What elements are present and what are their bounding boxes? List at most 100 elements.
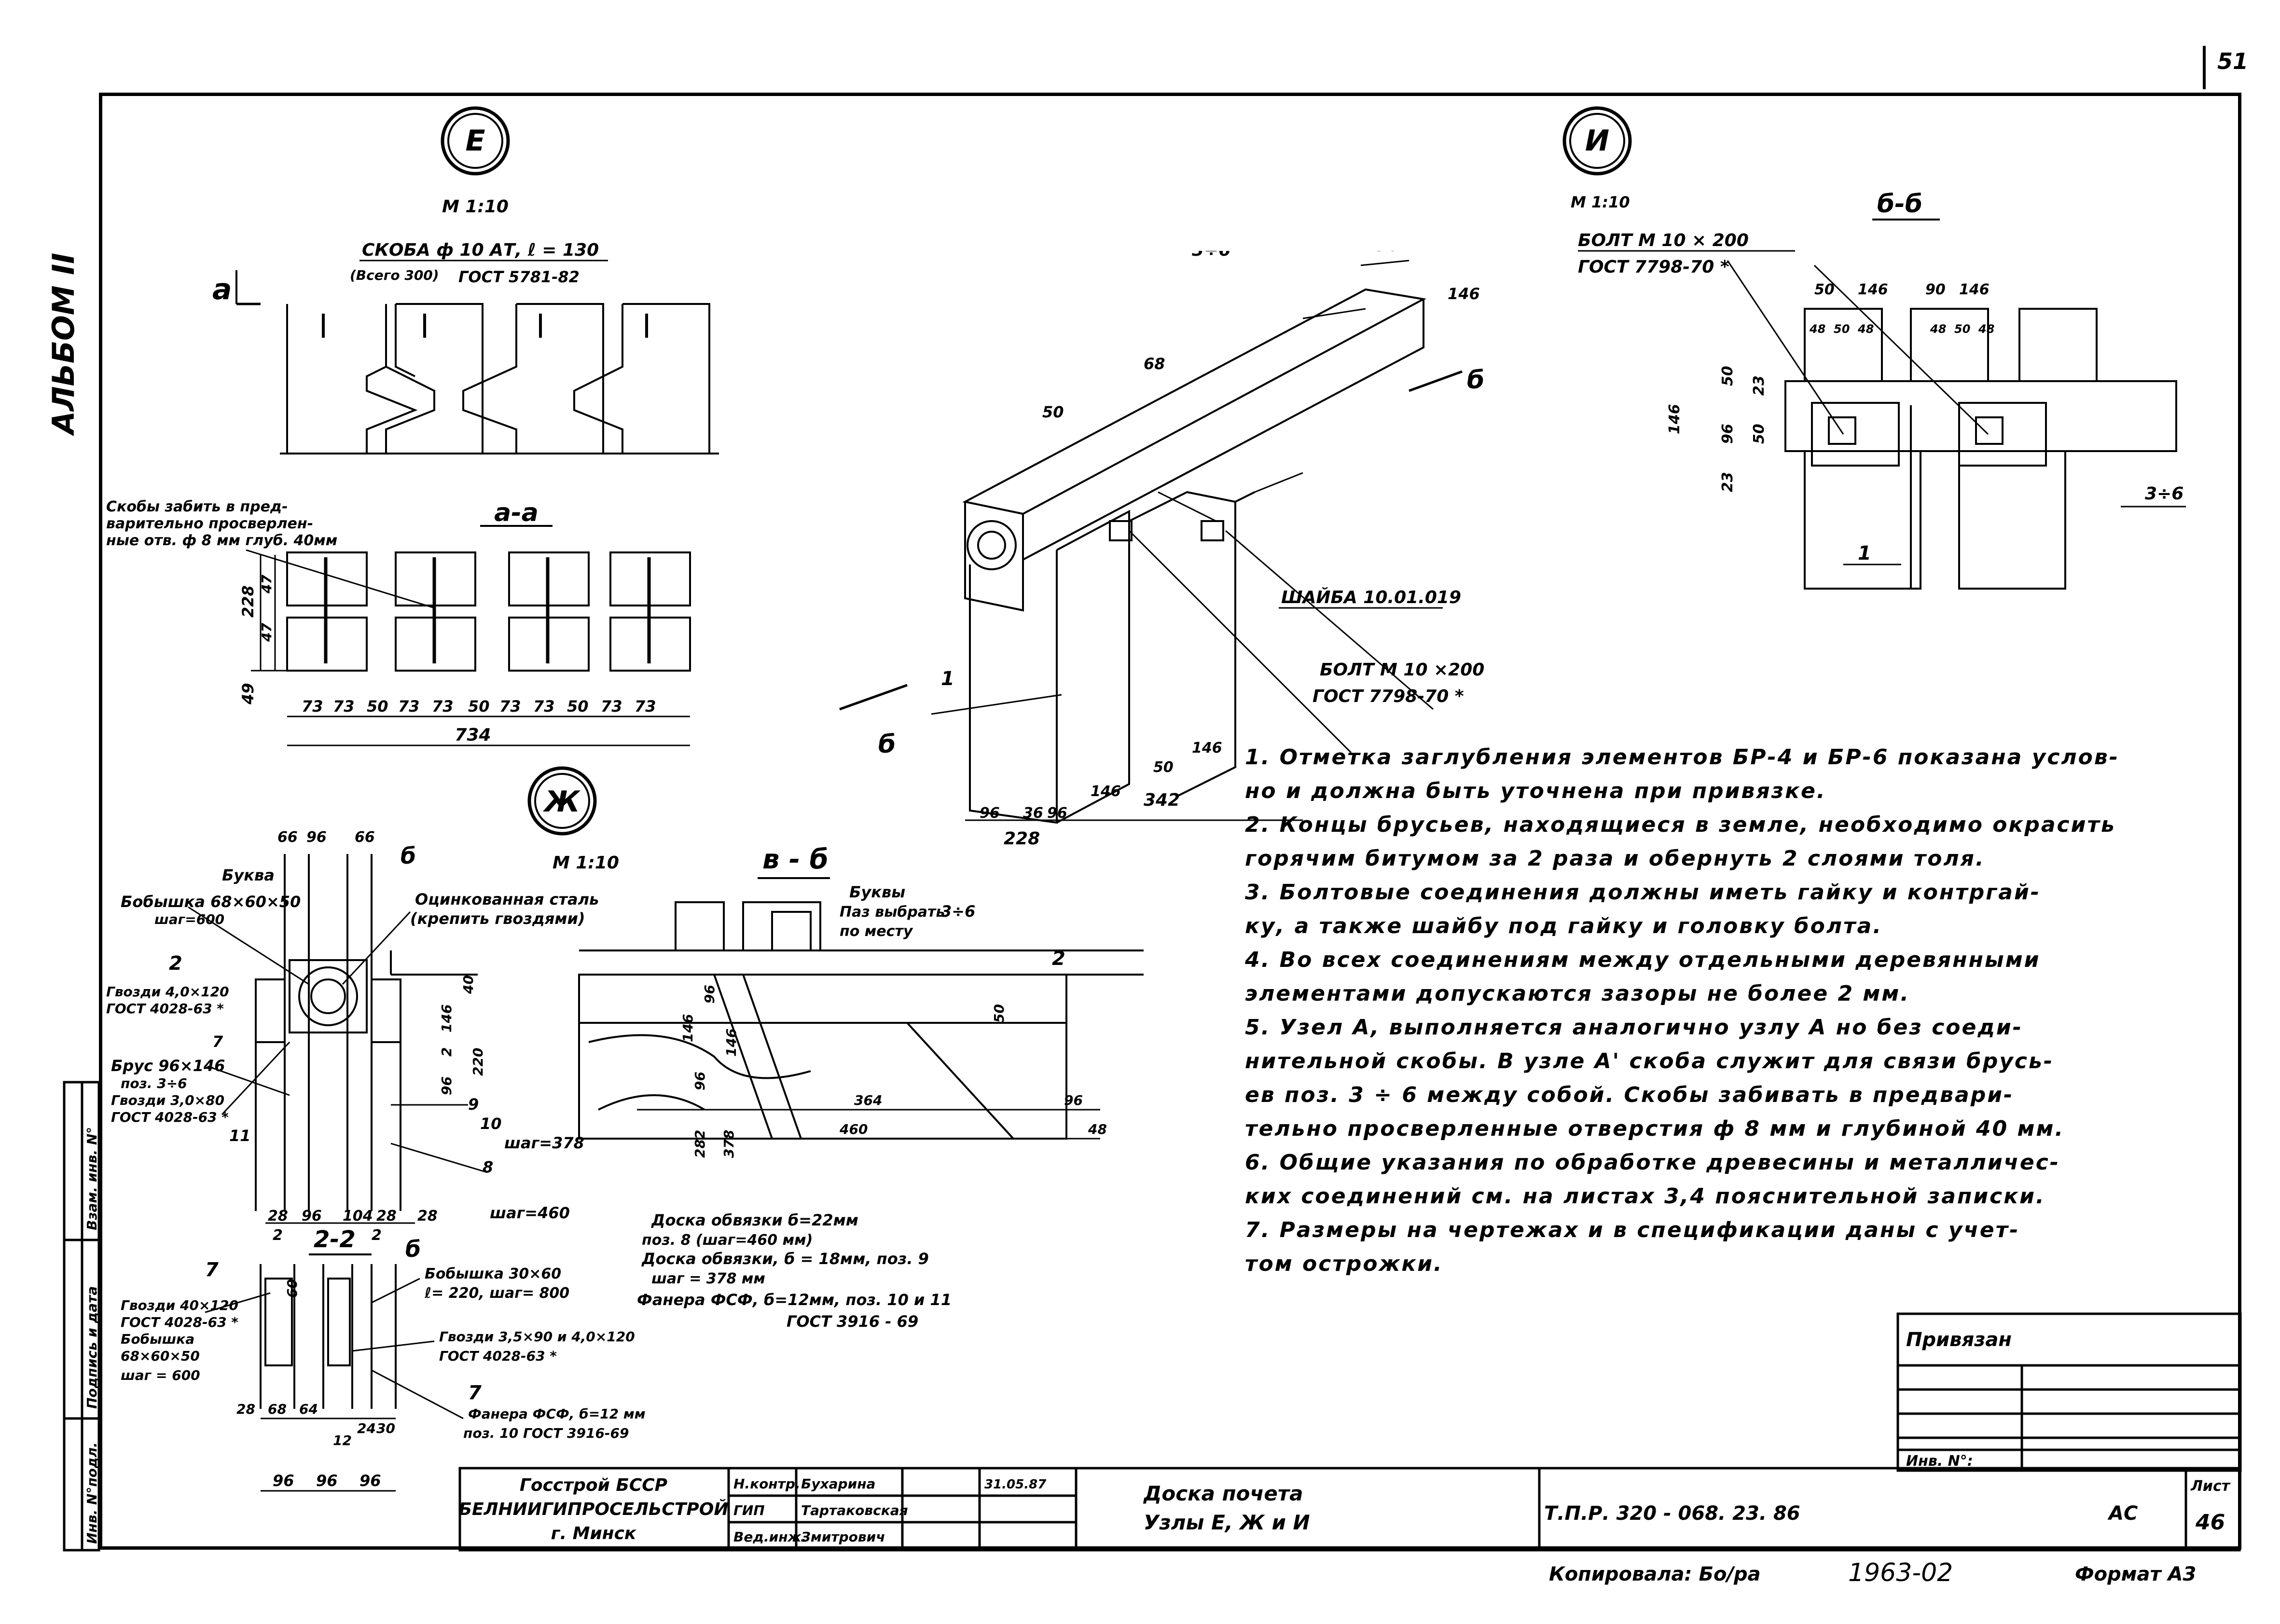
tb-org2: БЕЛНИИГИПРОСЕЛЬСТРОЙ bbox=[459, 1499, 729, 1519]
section-v-board1: Доска обвязки б=22мм bbox=[651, 1211, 858, 1229]
node-zh-nails2-gost: ГОСТ 4028-63 * bbox=[111, 1109, 229, 1125]
tb-sheet: 46 bbox=[2195, 1510, 2225, 1535]
node-zh-pos11: 11 bbox=[229, 1127, 251, 1145]
section-v-drawing: в - б Буквы Паз выбрать по месту 3÷6 2 1… bbox=[578, 844, 1144, 1331]
side-stamp-sign: Подпись и дата bbox=[84, 1286, 100, 1409]
tb-org1: Госстрой БССР bbox=[520, 1475, 667, 1495]
note-line-12: тельно просверленные отверстия ф 8 мм и … bbox=[1245, 1116, 2065, 1141]
node-zh-top-d0: 66 bbox=[277, 829, 298, 846]
node-zh-step378: шаг=378 bbox=[504, 1134, 584, 1152]
node-e-dim-b1: 73 bbox=[333, 697, 355, 716]
section-22-d4: 24 bbox=[357, 1420, 376, 1436]
node-zh-dim-r4: 220 bbox=[470, 1048, 486, 1076]
section-22-d2: 64 bbox=[299, 1401, 318, 1417]
node-i-dim-t2: 90 bbox=[1925, 281, 1946, 298]
note-line-1: 1. Отметка заглубления элементов БР-4 и … bbox=[1245, 745, 2120, 770]
node-e-note-2: варительно просверлен- bbox=[106, 515, 313, 532]
iso-dim-342: 342 bbox=[1144, 790, 1180, 810]
section-22-drawing: 2-2 б 7 7 Гвозди 40×120 ГОСТ 4028-63 * Б… bbox=[121, 1226, 646, 1492]
node-zh-dim-r2: 2 bbox=[439, 1047, 455, 1057]
note-line-3: 2. Концы брусьев, находящиеся в земле, н… bbox=[1245, 812, 2116, 837]
note-line-9: 5. Узел А, выполняется аналогично узлу А… bbox=[1245, 1015, 2023, 1040]
section-22-d0: 28 bbox=[236, 1401, 255, 1417]
section-22-boss1: Бобышка bbox=[121, 1331, 194, 1347]
section-v-d378: 378 bbox=[721, 1130, 737, 1158]
node-zh-dim-b6: 2 bbox=[372, 1227, 382, 1244]
footer-number: 1963-02 bbox=[1848, 1558, 1953, 1587]
node-i-dim-s5: 48 bbox=[1978, 322, 1994, 336]
section-v-d50: 50 bbox=[991, 1004, 1007, 1023]
section-22-nails1: Гвозди 40×120 bbox=[121, 1297, 238, 1313]
side-stamp-replace: Взам. инв. N° bbox=[84, 1127, 100, 1230]
node-i-bolt: БОЛТ М 10 × 200 bbox=[1578, 231, 1749, 250]
node-i-letter: И bbox=[1585, 124, 1609, 158]
node-i-dim-t3: 146 bbox=[1959, 281, 1990, 298]
section-v-d146b: 146 bbox=[723, 1029, 739, 1057]
note-line-8: элементами допускаются зазоры не более 2… bbox=[1245, 981, 1910, 1006]
node-i-dim-l4: 23 bbox=[1751, 375, 1768, 396]
node-i-section: б-б bbox=[1877, 190, 1922, 219]
tb-sheet-label: Лист bbox=[2190, 1478, 2231, 1495]
note-line-13: 6. Общие указания по обработке древесины… bbox=[1245, 1150, 2060, 1175]
node-e-bracket-gost: ГОСТ 5781-82 bbox=[458, 268, 580, 286]
section-22-plywood: Фанера ФСФ, б=12 мм bbox=[468, 1406, 646, 1422]
node-i-dim-l5: 23 bbox=[1719, 472, 1736, 492]
section-v-d96a: 96 bbox=[692, 1072, 708, 1090]
node-i-dim-l1: 50 bbox=[1719, 366, 1736, 386]
node-zh-nails2: Гвозди 3,0×80 bbox=[111, 1092, 224, 1108]
note-line-10: нительной скобы. В узле А' скоба служит … bbox=[1245, 1049, 2054, 1073]
iso-mark-b-left: б bbox=[878, 730, 896, 759]
node-e-dim-b8: 50 bbox=[567, 697, 589, 716]
node-i-dim-s3: 48 bbox=[1930, 322, 1946, 336]
node-e-dim-b4: 73 bbox=[432, 697, 454, 716]
side-stamp-inv: Инв. N°подл. bbox=[84, 1442, 100, 1544]
note-line-6: ку, а также шайбу под гайку и головку бо… bbox=[1245, 914, 1883, 938]
node-i-drawing: И М 1:10 б-б БОЛТ М 10 × 200 ГОСТ 7798-7… bbox=[1562, 106, 2186, 590]
node-e-dim-b5: 50 bbox=[468, 697, 490, 716]
iso-bolt-gost: ГОСТ 7798-70 * bbox=[1313, 687, 1464, 706]
node-e-dim-b10: 73 bbox=[635, 697, 656, 716]
footer-copied: Копировала: Бо/ра bbox=[1549, 1563, 1761, 1585]
iso-drawing: 3÷6 96 146 68 50 б 1 б ШАЙБА 10.01.019 Б… bbox=[839, 251, 1484, 849]
iso-dim-b1: 36 bbox=[1023, 805, 1043, 822]
node-e-dim-b3: 73 bbox=[398, 697, 420, 716]
tb-code: Т.П.Р. 320 - 068. 23. 86 bbox=[1544, 1502, 1800, 1525]
section-v-letters: Буквы bbox=[849, 883, 905, 901]
section-v-d460: 460 bbox=[839, 1121, 868, 1137]
section-22-boss2-step: ℓ= 220, шаг= 800 bbox=[424, 1285, 569, 1302]
node-i-ref: 3÷6 bbox=[2145, 484, 2183, 504]
node-zh-mark-b: б bbox=[401, 843, 416, 869]
node-e-dim-b7: 73 bbox=[533, 697, 555, 716]
node-zh-drawing: Ж М 1:10 66 96 66 б Буква Бобышка 68×60×… bbox=[106, 766, 619, 1244]
node-e-mark-a-left: а bbox=[212, 273, 232, 306]
section-22-e0: 96 bbox=[273, 1472, 294, 1490]
tb-stage: АС bbox=[2107, 1502, 2138, 1525]
iso-dim-228: 228 bbox=[1004, 829, 1040, 849]
section-22-boss2: Бобышка 30×60 bbox=[425, 1266, 561, 1282]
node-zh-dim-b4: 28 bbox=[417, 1208, 438, 1225]
node-zh-dim-r3: 96 bbox=[439, 1076, 455, 1095]
tb-title-2: Узлы Е, Ж и И bbox=[1144, 1511, 1310, 1534]
node-i-dim-l3: 50 bbox=[1751, 424, 1768, 444]
node-i-dim-s0: 48 bbox=[1809, 322, 1825, 336]
node-zh-dim-r1: 146 bbox=[439, 1005, 455, 1032]
node-zh-nails1: Гвозди 4,0×120 bbox=[106, 984, 229, 1000]
iso-washer: ШАЙБА 10.01.019 bbox=[1281, 587, 1461, 607]
section-v-board1-pos: поз. 8 (шаг=460 мм) bbox=[642, 1232, 813, 1249]
section-v-plywood-gost: ГОСТ 3916 - 69 bbox=[787, 1312, 918, 1331]
section-22-pos7a: 7 bbox=[205, 1259, 219, 1281]
section-22-e2: 96 bbox=[359, 1472, 381, 1490]
node-e-dim-228: 228 bbox=[239, 585, 257, 618]
node-zh-dim-b0: 28 bbox=[268, 1208, 288, 1225]
tb-role-1: Н.контр. bbox=[733, 1476, 801, 1492]
sheet-number: 51 bbox=[2217, 48, 2249, 74]
iso-dim-b5: 146 bbox=[1192, 740, 1222, 757]
node-zh-dim-b1: 96 bbox=[302, 1208, 322, 1225]
note-line-4: горячим битумом за 2 раза и обернуть 2 с… bbox=[1245, 846, 1985, 871]
iso-bolt: БОЛТ М 10 ×200 bbox=[1320, 660, 1484, 680]
iso-pos: 1 bbox=[941, 668, 954, 690]
node-zh-top-d2: 66 bbox=[355, 829, 375, 846]
node-i-dim-l2: 96 bbox=[1719, 424, 1736, 444]
tb-role-3: Вед.инж. bbox=[733, 1529, 806, 1545]
section-v-d146a: 146 bbox=[680, 1014, 696, 1042]
